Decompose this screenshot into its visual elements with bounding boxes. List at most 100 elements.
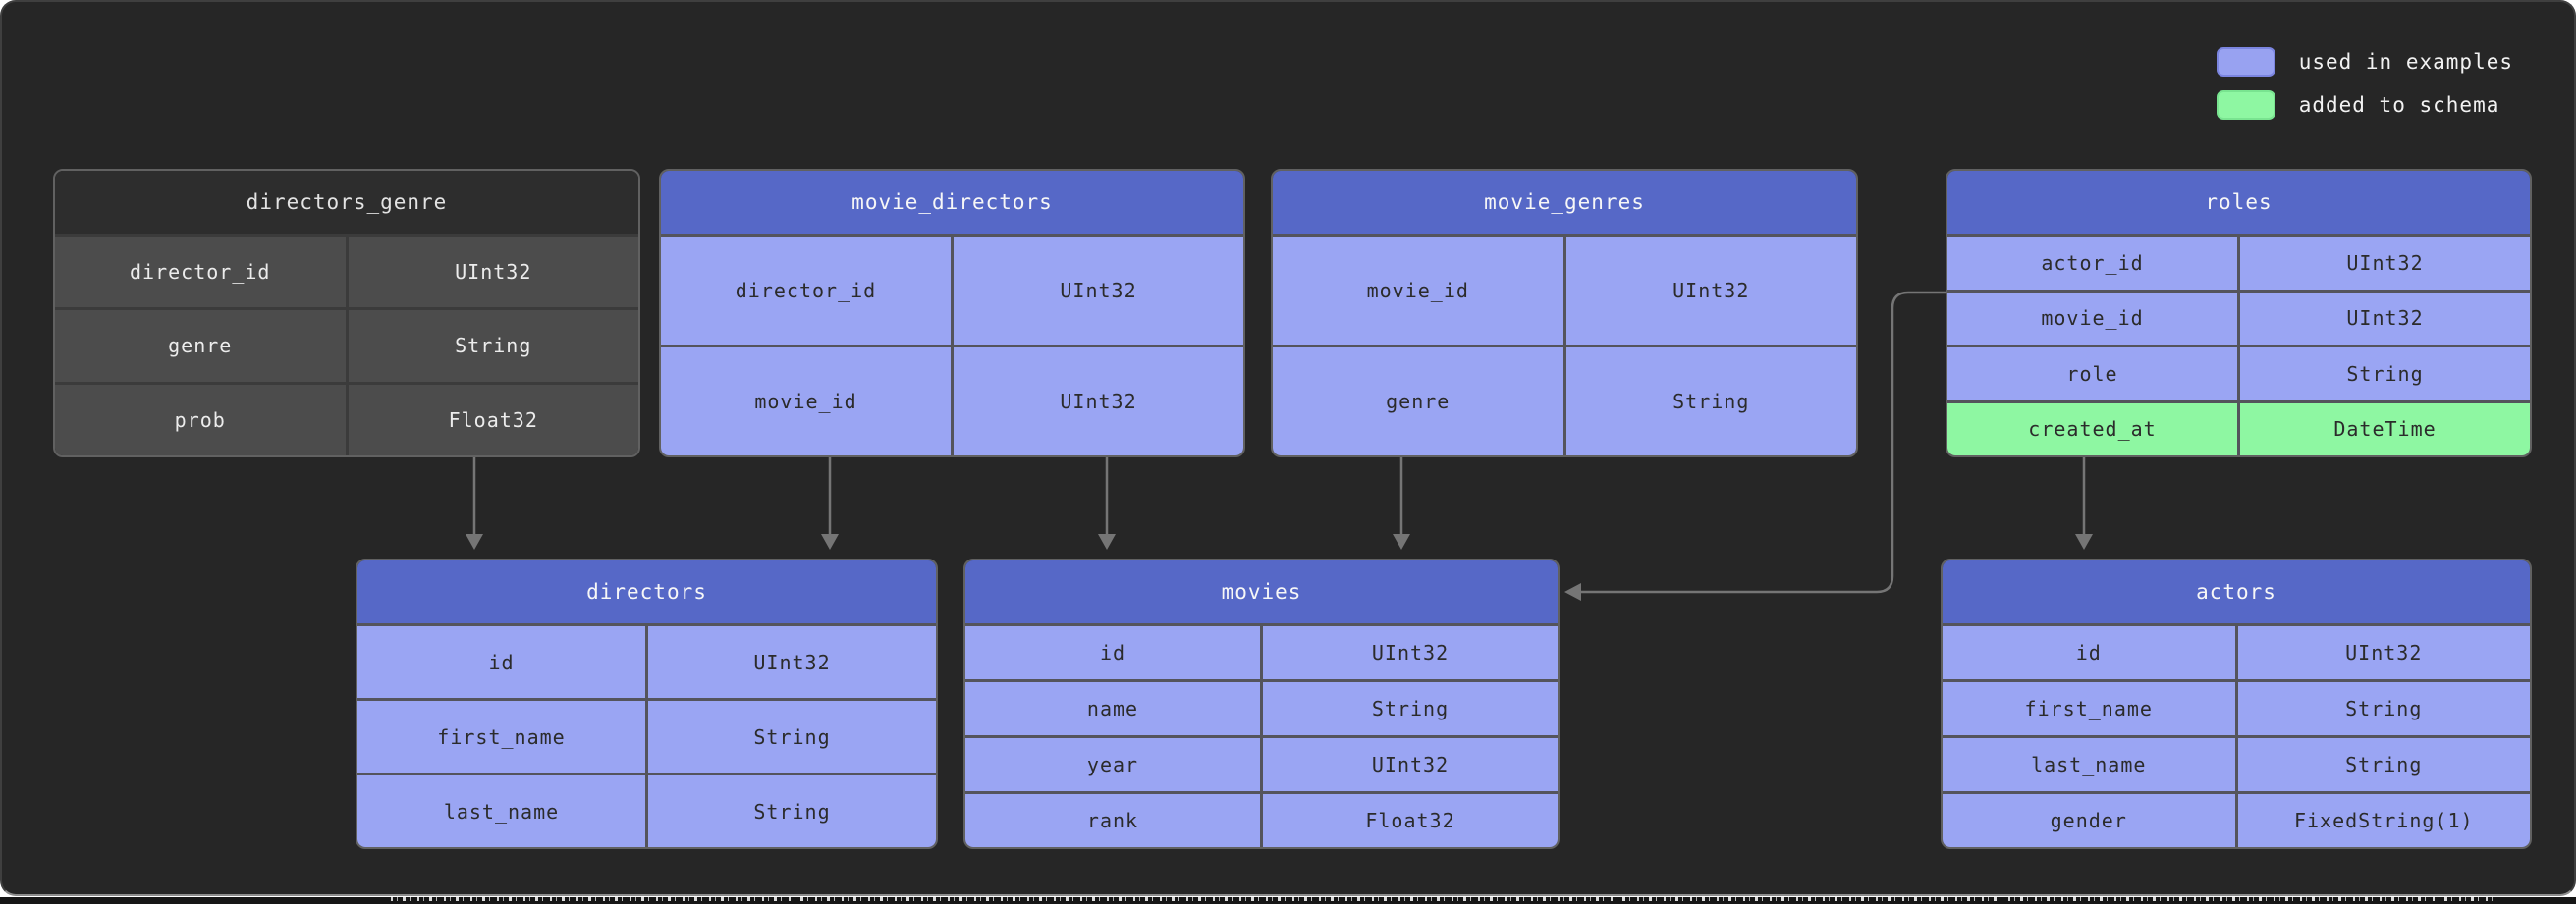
legend-swatch-used-in-examples xyxy=(2216,47,2275,77)
legend-item-added-to-schema: added to schema xyxy=(2216,90,2513,120)
field-name-actors-id: id xyxy=(2075,641,2102,665)
field-name-roles-role: role xyxy=(2066,361,2118,386)
table-movie_directors-title: movie_directors xyxy=(661,171,1243,234)
legend-swatch-added-to-schema xyxy=(2216,90,2275,120)
table-row-directors-id: id UInt32 xyxy=(357,623,936,698)
field-name-movies-id: id xyxy=(1099,641,1126,665)
table-directors_genre-rows: director_id UInt32 genre String prob Float32 xyxy=(55,234,638,455)
legend-item-used-in-examples: used in examples xyxy=(2216,47,2513,77)
table-row-movie_genres-genre: genre String xyxy=(1273,345,1856,455)
field-type-movies-id: UInt32 xyxy=(1260,626,1558,679)
field-name-movies-rank: rank xyxy=(1086,809,1139,832)
table-directors-title: directors xyxy=(357,560,936,623)
field-type-directors_genre-director_id: UInt32 xyxy=(345,237,639,308)
table-row-roles-movie_id: movie_id UInt32 xyxy=(1947,289,2530,345)
field-type-movie_genres-movie_id: UInt32 xyxy=(1562,237,1857,345)
field-type-roles-role: String xyxy=(2237,347,2530,400)
table-row-actors-last_name: last_name String xyxy=(1943,735,2530,791)
field-type-directors-id: UInt32 xyxy=(645,626,936,698)
arrow-roles-to-actors xyxy=(2075,457,2093,550)
field-name-movie_genres-genre: genre xyxy=(1386,390,1451,413)
table-row-directors-last_name: last_name String xyxy=(357,773,936,847)
table-roles-title: roles xyxy=(1947,171,2530,234)
table-row-movies-rank: rank Float32 xyxy=(965,791,1558,847)
field-type-actors-gender: FixedString(1) xyxy=(2234,794,2531,847)
field-name-roles-actor_id: actor_id xyxy=(2041,250,2144,275)
table-row-actors-id: id UInt32 xyxy=(1943,623,2530,679)
field-name-movies-year: year xyxy=(1086,753,1139,776)
arrow-directors-genre-to-directors xyxy=(466,457,483,550)
field-type-directors_genre-prob: Float32 xyxy=(345,384,639,455)
field-name-roles-movie_id: movie_id xyxy=(2041,306,2144,331)
clipped-text-speckles xyxy=(391,897,2493,901)
table-movie_genres-title: movie_genres xyxy=(1273,171,1856,234)
legend-label-added-to-schema: added to schema xyxy=(2298,93,2500,117)
field-name-actors-last_name: last_name xyxy=(2031,753,2147,776)
field-name-directors_genre-genre: genre xyxy=(168,334,233,358)
field-type-movies-name: String xyxy=(1260,682,1558,735)
table-row-roles-actor_id: actor_id UInt32 xyxy=(1947,234,2530,290)
field-type-movie_directors-director_id: UInt32 xyxy=(951,237,1243,345)
arrow-movie-directors-to-directors xyxy=(821,457,839,550)
field-type-movies-year: UInt32 xyxy=(1260,738,1558,791)
table-row-directors_genre-prob: prob Float32 xyxy=(55,381,639,455)
table-row-actors-gender: gender FixedString(1) xyxy=(1943,791,2530,847)
field-name-directors-last_name: last_name xyxy=(443,799,560,824)
field-type-actors-first_name: String xyxy=(2234,682,2531,735)
field-name-directors-first_name: first_name xyxy=(437,724,566,749)
table-row-directors_genre-director_id: director_id UInt32 xyxy=(55,234,639,308)
field-type-roles-actor_id: UInt32 xyxy=(2237,237,2530,290)
field-name-movie_directors-director_id: director_id xyxy=(735,279,877,302)
table-row-movie_genres-movie_id: movie_id UInt32 xyxy=(1273,234,1856,345)
arrow-movie-genres-to-movies xyxy=(1393,457,1410,550)
table-movie_genres: movie_genres movie_id UInt32 genre String xyxy=(1271,169,1858,457)
field-type-actors-last_name: String xyxy=(2234,738,2531,791)
field-name-directors-id: id xyxy=(488,650,515,674)
table-row-movies-year: year UInt32 xyxy=(965,735,1558,791)
table-row-directors-first_name: first_name String xyxy=(357,698,936,773)
field-name-movie_genres-movie_id: movie_id xyxy=(1366,279,1469,302)
field-type-directors-first_name: String xyxy=(645,701,936,773)
field-name-roles-created_at: created_at xyxy=(2028,417,2157,442)
table-row-roles-created_at: created_at DateTime xyxy=(1947,400,2530,455)
field-name-movies-name: name xyxy=(1086,697,1139,720)
clipped-text-strip xyxy=(0,897,2576,904)
field-name-directors_genre-prob: prob xyxy=(174,407,226,432)
field-name-movie_directors-movie_id: movie_id xyxy=(754,390,857,413)
field-type-roles-created_at: DateTime xyxy=(2237,402,2530,455)
table-row-directors_genre-genre: genre String xyxy=(55,307,639,382)
table-movie_genres-rows: movie_id UInt32 genre String xyxy=(1273,234,1856,455)
table-movies-title: movies xyxy=(965,560,1558,623)
arrow-movie-directors-to-movies xyxy=(1098,457,1116,550)
field-name-actors-first_name: first_name xyxy=(2024,697,2153,720)
field-name-directors_genre-director_id: director_id xyxy=(130,260,271,285)
table-row-roles-role: role String xyxy=(1947,345,2530,400)
field-type-movie_genres-genre: String xyxy=(1562,347,1857,455)
table-actors-title: actors xyxy=(1943,560,2530,623)
table-row-actors-first_name: first_name String xyxy=(1943,679,2530,735)
field-type-movies-rank: Float32 xyxy=(1260,794,1558,847)
field-type-directors-last_name: String xyxy=(645,775,936,847)
legend: used in examples added to schema xyxy=(2216,47,2513,120)
field-name-actors-gender: gender xyxy=(2050,809,2127,832)
table-row-movie_directors-director_id: director_id UInt32 xyxy=(661,234,1243,345)
field-type-directors_genre-genre: String xyxy=(345,310,639,382)
legend-label-used-in-examples: used in examples xyxy=(2298,50,2513,74)
field-type-actors-id: UInt32 xyxy=(2234,626,2531,679)
table-row-movies-id: id UInt32 xyxy=(965,623,1558,679)
field-type-roles-movie_id: UInt32 xyxy=(2237,292,2530,345)
table-row-movies-name: name String xyxy=(965,679,1558,735)
